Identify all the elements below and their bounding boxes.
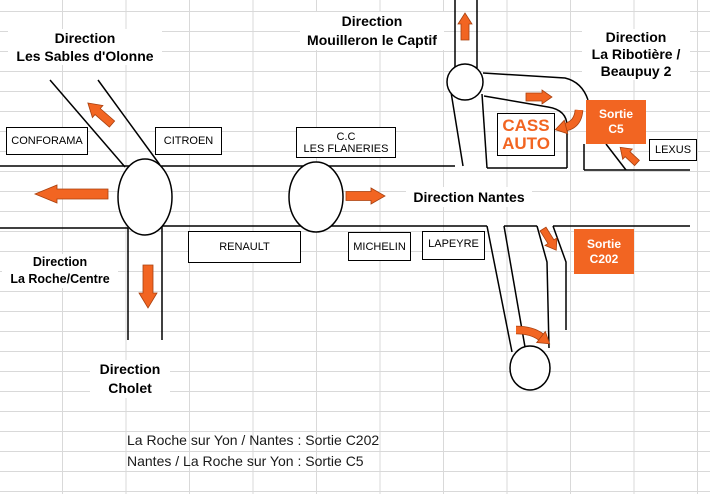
landmark-name: LEXUS (654, 144, 692, 156)
exit-c5-badge: Sortie C5 (586, 100, 646, 144)
arrow-curved-down-right-icon (515, 325, 551, 345)
arrow-up-left-small-icon (619, 146, 640, 167)
landmark-name: LES FLANERIES (303, 142, 389, 155)
exit-c202-ramp-edge (552, 225, 567, 330)
landmark-name: AUTO (502, 133, 550, 153)
direction-word: Direction (605, 29, 667, 45)
landmark-renault: RENAULT (188, 231, 301, 263)
direction-nantes-label: Direction Nantes (406, 187, 532, 207)
arrow-left-icon (33, 184, 109, 204)
landmark-citroen: CITROEN (155, 127, 222, 155)
destination-name: Direction Nantes (413, 189, 525, 205)
route-note: La Roche sur Yon / Nantes : Sortie C202 (127, 432, 380, 448)
connector-road-edge (481, 93, 488, 169)
direction-sables-olonne-label: Direction Les Sables d'Olonne (8, 29, 162, 65)
arrow-right-small-icon (525, 89, 553, 105)
landmark-michelin: MICHELIN (348, 232, 411, 261)
direction-ribotiere-label: Direction La Ribotière / Beaupuy 2 (582, 29, 690, 80)
destination-name: Cholet (108, 380, 152, 396)
destination-name: La Roche/Centre (10, 272, 110, 286)
direction-word: Direction (99, 361, 161, 377)
landmark-cass-auto: CASS AUTO (497, 113, 555, 156)
arrow-right-icon (345, 187, 386, 205)
roundabout-center (288, 161, 344, 233)
arrow-curved-down-left-icon (554, 109, 584, 135)
direction-word: Direction (341, 13, 403, 29)
south-ramp-edge (486, 225, 513, 353)
landmark-name: CASS (502, 115, 550, 135)
landmark-name: LAPEYRE (428, 238, 479, 250)
destination-name: Les Sables d'Olonne (16, 48, 154, 64)
roundabout-west (117, 158, 173, 236)
sables-road-edge (49, 79, 126, 168)
exit-number: C202 (589, 251, 619, 266)
direction-arrows (33, 12, 640, 345)
ribotiere-road-edge (482, 72, 589, 101)
roundabout-north (446, 63, 484, 101)
exit-word: Sortie (586, 236, 621, 251)
landmark-name: RENAULT (219, 241, 270, 253)
destination-name: Mouilleron le Captif (307, 32, 437, 48)
landmark-name: CITROEN (163, 135, 214, 147)
landmark-cc-flaneries: C.C LES FLANERIES (296, 127, 396, 158)
roundabouts (117, 63, 551, 391)
landmark-lapeyre: LAPEYRE (422, 231, 485, 260)
direction-la-roche-label: Direction La Roche/Centre (2, 254, 118, 288)
connector-road-edge (450, 91, 464, 167)
landmark-name: CONFORAMA (11, 135, 83, 147)
landmark-name: C.C (336, 130, 356, 143)
exit-number: C5 (608, 122, 624, 136)
arrow-down-icon (138, 264, 158, 309)
destination-name: Beaupuy 2 (600, 63, 672, 79)
roundabout-south (509, 345, 551, 391)
direction-cholet-label: Direction Cholet (90, 360, 170, 398)
exit-word: Sortie (598, 107, 633, 121)
exit-c202-badge: Sortie C202 (574, 229, 634, 274)
destination-name: La Ribotière / (591, 46, 681, 62)
route-note: Nantes / La Roche sur Yon : Sortie C5 (127, 453, 364, 469)
direction-mouilleron-label: Direction Mouilleron le Captif (300, 12, 444, 50)
exit-c5-ramp-edge (605, 143, 627, 171)
landmark-name: MICHELIN (353, 240, 406, 253)
landmark-lexus: LEXUS (649, 139, 697, 161)
direction-word: Direction (32, 255, 88, 269)
landmark-conforama: CONFORAMA (6, 127, 88, 155)
exit-c202-ramp-edge (536, 225, 550, 349)
sables-road-edge (97, 79, 161, 166)
direction-word: Direction (54, 30, 116, 46)
arrow-up-icon (457, 12, 473, 41)
arrow-down-right-icon (539, 226, 558, 251)
arrow-up-left-icon (87, 102, 116, 128)
